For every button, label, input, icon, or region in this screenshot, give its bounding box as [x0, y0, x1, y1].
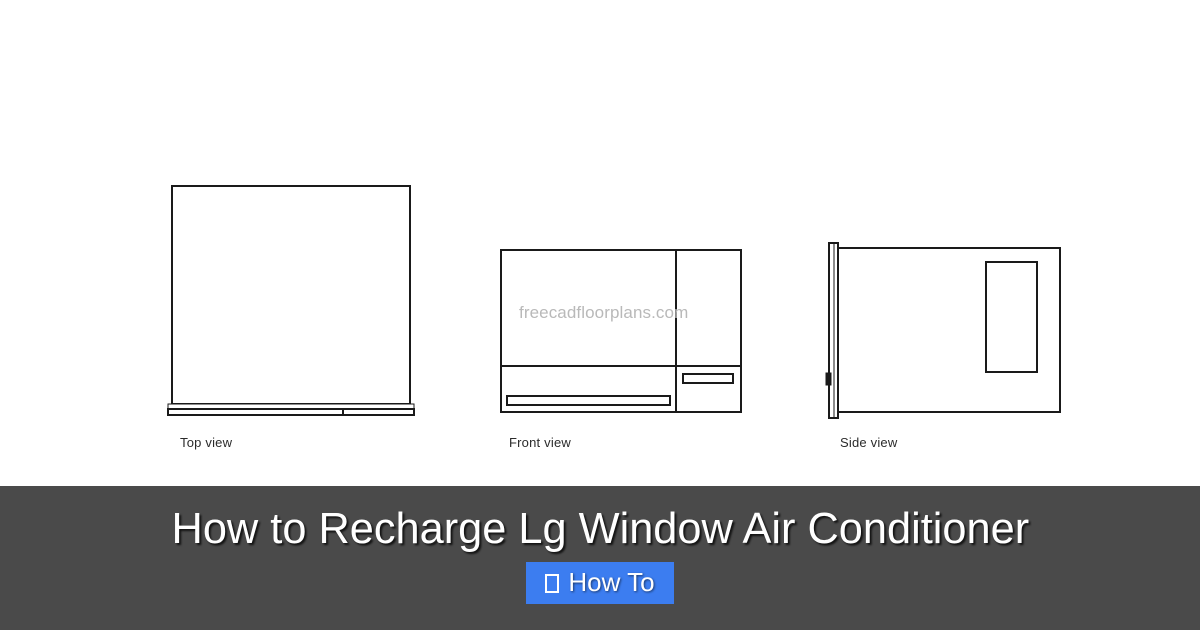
front-view-control-slot: [682, 373, 734, 384]
top-view-drawing: [167, 185, 415, 416]
missing-glyph-box-icon: [545, 573, 560, 593]
front-view-caption: Front view: [509, 435, 571, 450]
how-to-badge[interactable]: How To: [526, 562, 674, 604]
page-title: How to Recharge Lg Window Air Conditione…: [171, 504, 1029, 553]
top-view-body-outline: [171, 185, 411, 405]
front-view-drawing: [500, 249, 742, 413]
top-view-caption: Top view: [180, 435, 233, 450]
how-to-badge-label: How To: [568, 567, 655, 597]
title-overlay-band: How to Recharge Lg Window Air Conditione…: [0, 486, 1200, 630]
front-view-intake-vent-slot: [506, 395, 671, 406]
side-view-drawing: [825, 242, 1061, 419]
side-view-condenser-panel: [985, 261, 1038, 373]
cad-drawing-area: freecadfloorplans.com Top view Front vie…: [167, 185, 1061, 450]
cad-drawing-svg: [167, 185, 1061, 419]
side-view-bracket-notch: [825, 372, 832, 386]
front-view-body-outline: [500, 249, 742, 413]
side-view-caption: Side view: [840, 435, 898, 450]
top-view-base-strip-lower: [167, 408, 415, 416]
